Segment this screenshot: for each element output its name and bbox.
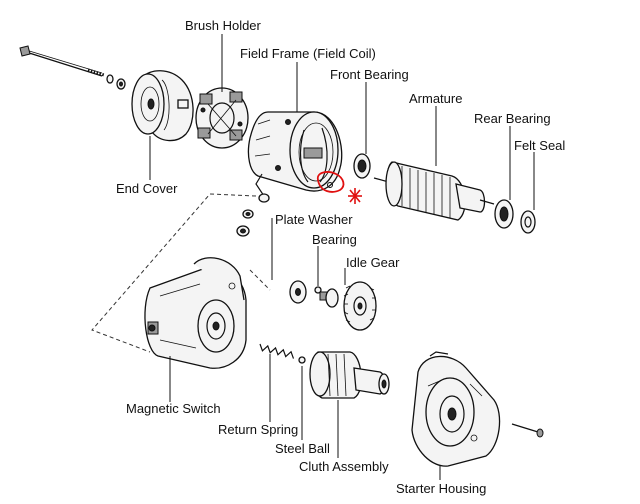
label-end-cover: End Cover [116,181,178,196]
label-starter-housing: Starter Housing [396,481,487,496]
label-idle-gear: Idle Gear [346,255,400,270]
label-magnetic-switch: Magnetic Switch [126,401,221,416]
felt-seal [520,210,536,234]
steel-ball [298,356,306,364]
label-rear-bearing: Rear Bearing [474,111,551,126]
magnetic-switch [144,257,247,369]
front-bearing [353,153,371,179]
red-asterisk-marker [348,188,362,204]
return-spring [259,343,295,359]
plate-washer [289,280,307,304]
label-brush-holder: Brush Holder [185,18,261,33]
clutch-assembly [309,351,390,399]
label-steel-ball: Steel Ball [275,441,330,456]
leader-lines [149,34,535,480]
brush-holder [195,87,249,149]
label-clutch-assembly: Cluth Assembly [299,459,389,474]
label-bearing: Bearing [312,232,357,247]
assembly-guide-dashed [91,193,257,353]
through-bolt-top [19,45,126,90]
label-plate-washer: Plate Washer [275,212,353,227]
needle-bearing [314,286,339,308]
starter-housing [411,351,501,467]
armature [373,161,495,221]
field-frame [247,111,343,203]
rear-bearing [494,199,514,229]
label-field-frame: Field Frame (Field Coil) [240,46,376,61]
damage-highlight [316,171,362,204]
label-front-bearing: Front Bearing [330,67,409,82]
label-armature: Armature [409,91,463,106]
end-cover [131,70,194,142]
through-bolt-small [511,423,544,438]
idle-gear [343,281,377,331]
label-return-spring: Return Spring [218,422,299,437]
nuts [236,209,254,237]
label-felt-seal: Felt Seal [514,138,566,153]
